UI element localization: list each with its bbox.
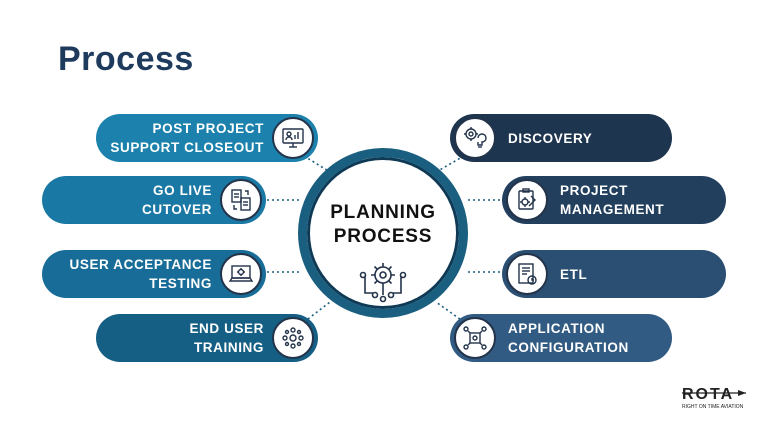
rota-logo: ROTA RIGHT ON TIME AVIATION <box>682 386 746 410</box>
hub-label: PLANNING PROCESS <box>330 202 436 247</box>
documents-swap-icon <box>220 179 262 221</box>
step-user-acceptance-testing: USER ACCEPTANCE TESTING <box>42 250 266 298</box>
step-post-project-support: POST PROJECT SUPPORT CLOSEOUT <box>96 114 318 162</box>
monitor-presentation-icon <box>272 117 314 159</box>
step-label: APPLICATION CONFIGURATION <box>508 321 629 355</box>
step-application-configuration: APPLICATION CONFIGURATION <box>450 314 672 362</box>
page-title: Process <box>58 40 194 78</box>
step-label: POST PROJECT SUPPORT CLOSEOUT <box>110 121 264 155</box>
step-project-management: PROJECT MANAGEMENT <box>502 176 726 224</box>
clipboard-gear-icon <box>506 179 548 221</box>
step-label: PROJECT MANAGEMENT <box>560 183 665 217</box>
planning-process-hub: PLANNING PROCESS <box>298 148 468 318</box>
network-nodes-icon <box>454 317 496 359</box>
step-label: USER ACCEPTANCE TESTING <box>69 257 212 291</box>
connector-line <box>435 155 465 173</box>
step-discovery: DISCOVERY <box>450 114 672 162</box>
svg-text:RIGHT ON TIME AVIATION: RIGHT ON TIME AVIATION <box>682 404 744 410</box>
gear-network-icon <box>359 263 407 303</box>
step-label: END USER TRAINING <box>189 321 264 355</box>
group-people-icon <box>272 317 314 359</box>
step-etl: ETL <box>502 250 726 298</box>
svg-text:ROTA: ROTA <box>682 386 734 403</box>
step-go-live-cutover: GO LIVE CUTOVER <box>42 176 266 224</box>
document-clock-icon <box>506 253 548 295</box>
lightbulb-gear-icon <box>454 117 496 159</box>
step-label: ETL <box>560 266 588 282</box>
step-end-user-training: END USER TRAINING <box>96 314 318 362</box>
laptop-gear-icon <box>220 253 262 295</box>
step-label: DISCOVERY <box>508 130 593 146</box>
step-label: GO LIVE CUTOVER <box>142 183 212 217</box>
